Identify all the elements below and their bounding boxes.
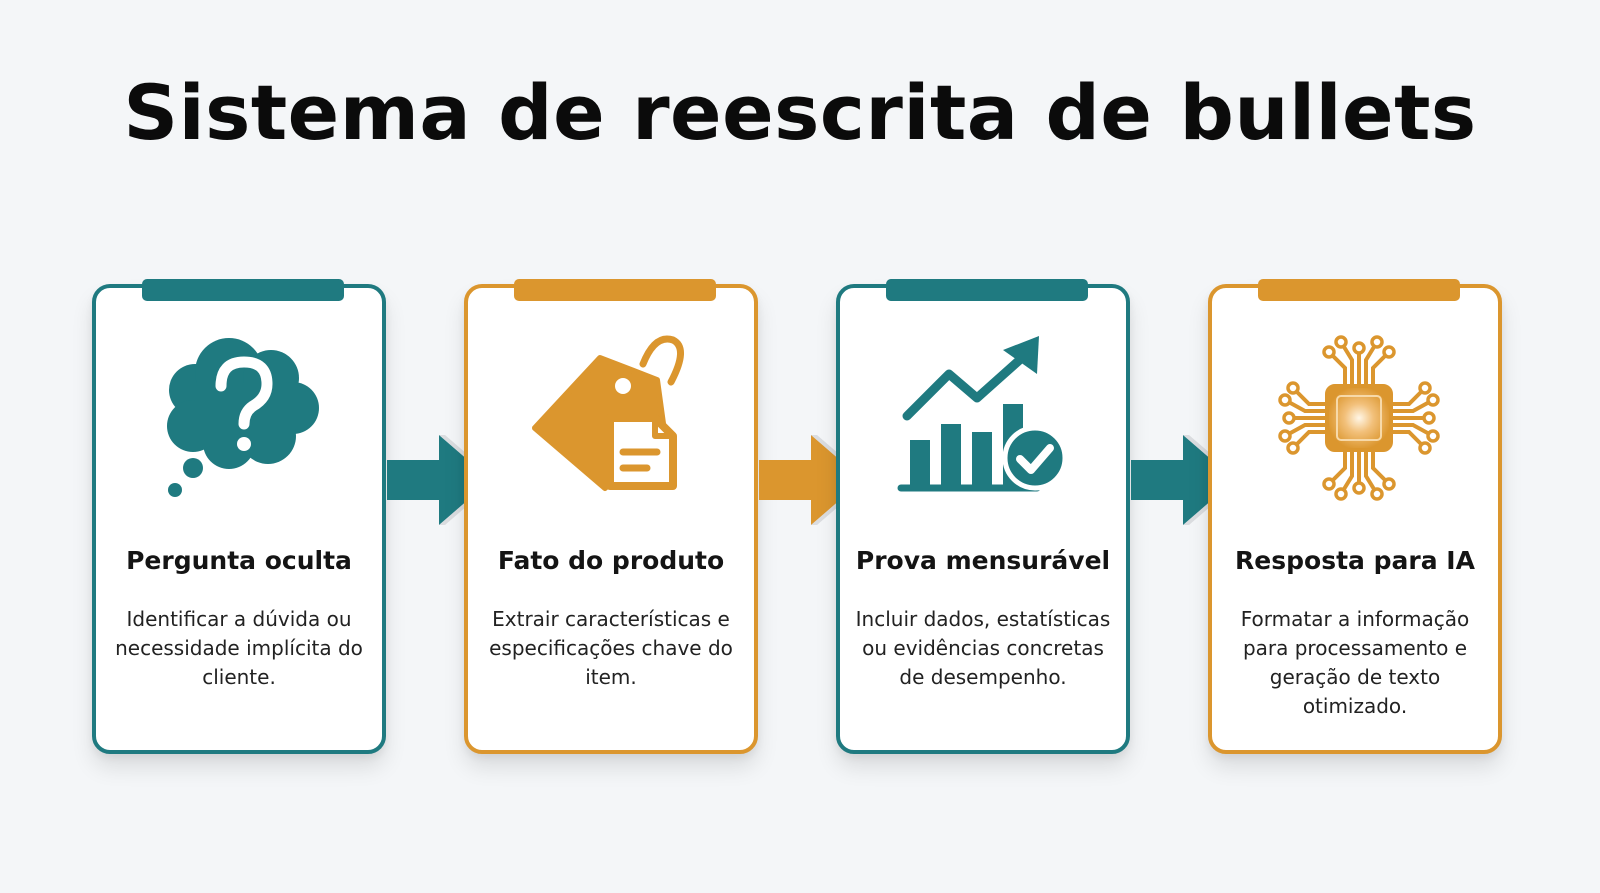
card-tab [514,279,716,301]
step-card-resposta-para-ia: Resposta para IA Formatar a informação p… [1208,279,1502,754]
step-card-pergunta-oculta: Pergunta oculta Identificar a dúvida ou … [92,279,386,754]
step-title: Prova mensurável [855,546,1111,575]
step-title: Resposta para IA [1235,546,1475,575]
step-title: Fato do produto [497,546,725,575]
step-card-prova-mensuravel: Prova mensurável Incluir dados, estatíst… [836,279,1130,754]
step-description: Identificar a dúvida ou necessidade impl… [115,607,363,689]
price-tag-document-icon [505,328,725,508]
bar-chart-check-icon [877,328,1097,508]
card-tab [142,279,344,301]
step-description: Incluir dados, estatísticas ou evidência… [855,607,1111,689]
step-title: Pergunta oculta [126,546,352,575]
ai-chip-circuit-icon [1249,328,1469,508]
step-description: Extrair características e especificações… [489,607,733,689]
card-tab [1258,279,1460,301]
card-tab [886,279,1088,301]
page-title: Sistema de reescrita de bullets [123,68,1477,157]
step-card-fato-do-produto: Fato do produto Extrair características … [464,279,758,754]
thought-bubble-question-icon [133,328,353,508]
step-description: Formatar a informação para processamento… [1240,607,1470,718]
